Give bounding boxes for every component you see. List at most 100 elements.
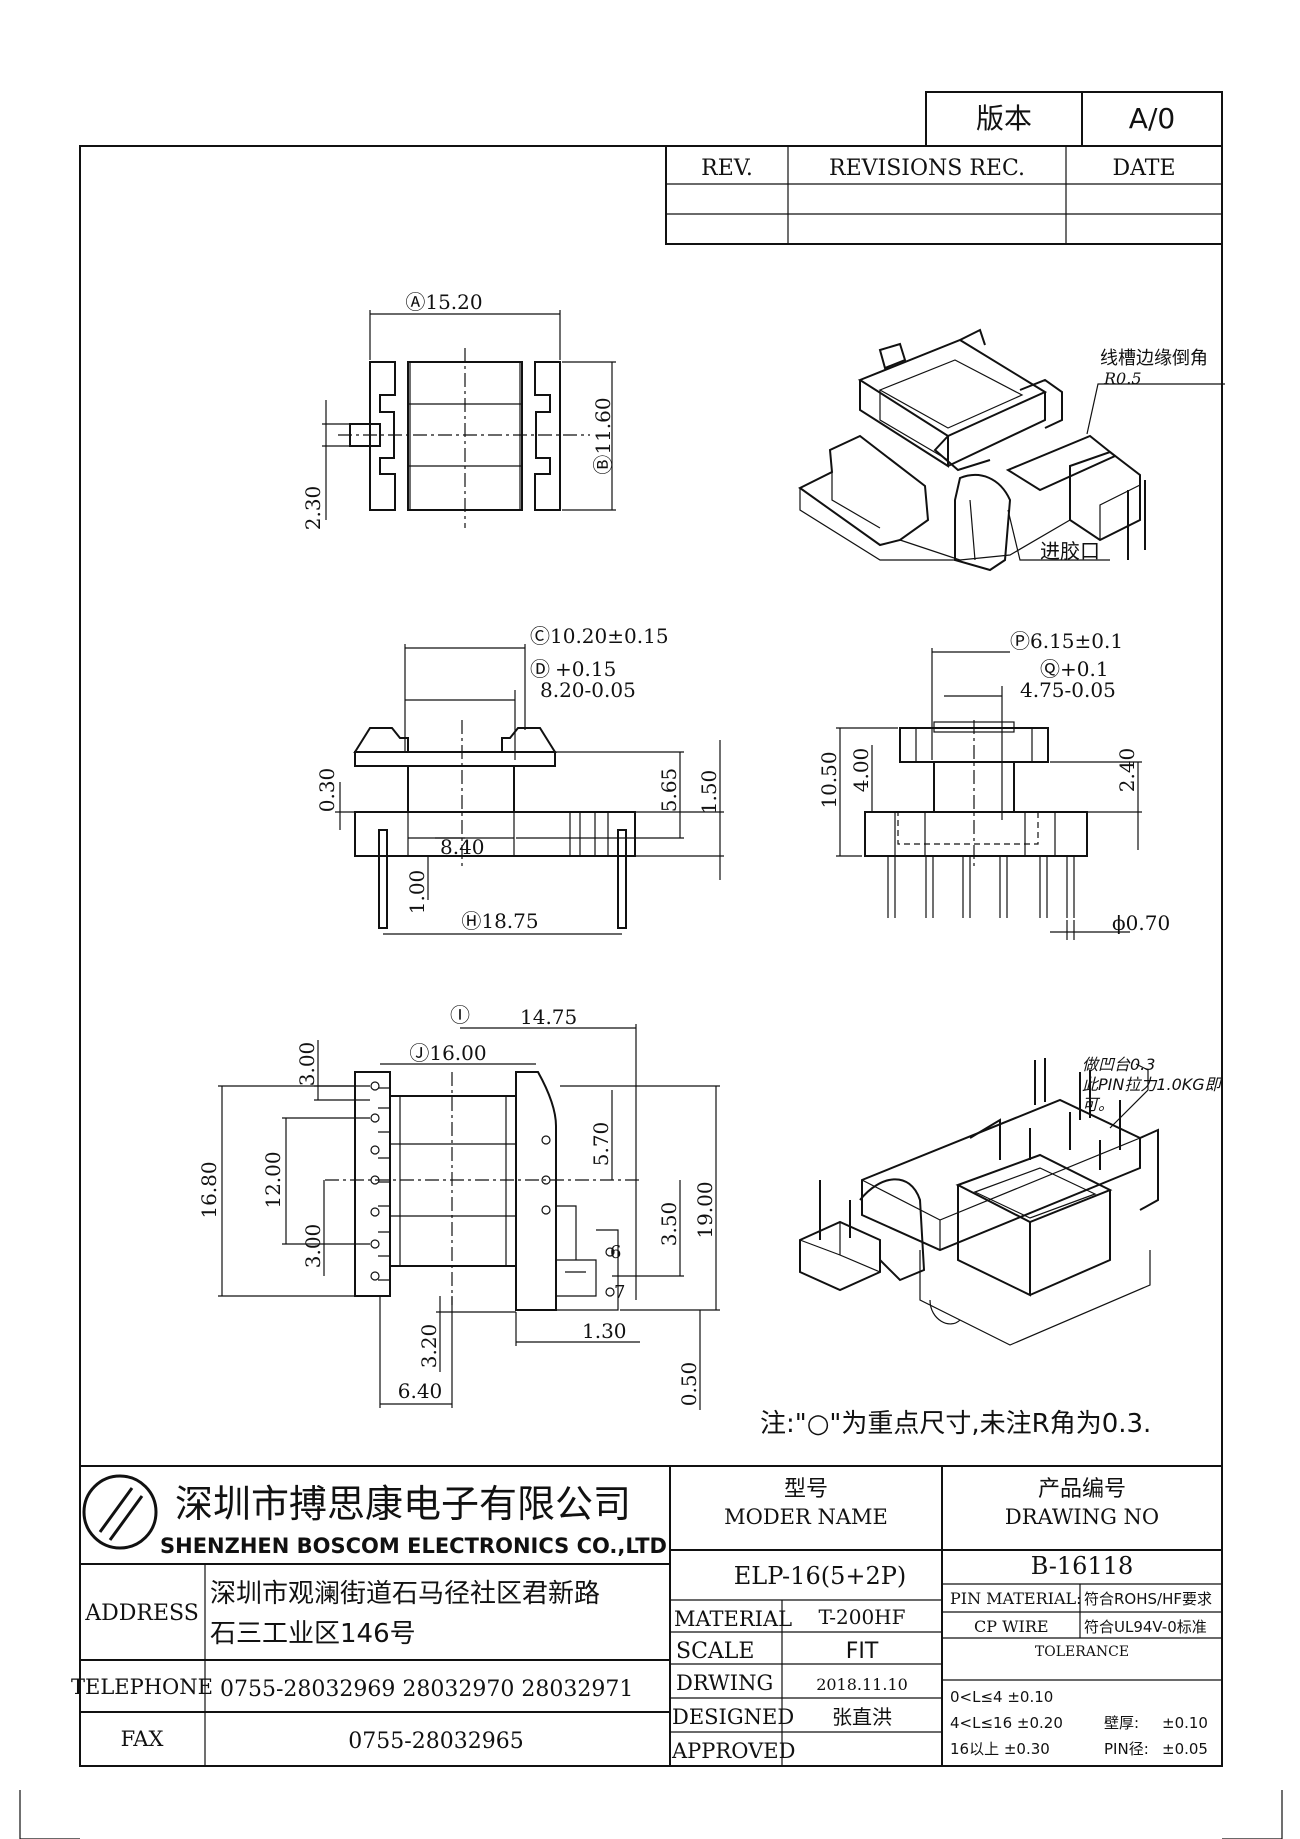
dim-pin-dia: ϕ0.70 (1112, 911, 1170, 935)
company-name-en: SHENZHEN BOSCOM ELECTRONICS CO.,LTD (160, 1534, 667, 1558)
top-view: Ⓐ15.20 Ⓑ11.60 2.30 (301, 290, 616, 530)
drawing-no-label-en: DRAWING NO (1005, 1505, 1159, 1529)
dim-h: Ⓗ18.75 (461, 909, 538, 933)
corner-mark-right (1222, 1790, 1283, 1839)
isometric-view-bottom: 做凹台0.3 此PIN拉力1.0KG即 可。 (799, 1055, 1223, 1346)
corner-mark-left (19, 1790, 80, 1839)
pin-material-value: CP WIRE (974, 1617, 1049, 1636)
main-note: 注:"○"为重点尺寸,未注R角为0.3. (760, 1409, 1151, 1439)
dim-m: 3.20 (417, 1324, 441, 1369)
telephone-value: 0755-28032969 28032970 28032971 (220, 1677, 633, 1702)
dim-i-label: Ⓘ (450, 1003, 470, 1027)
pin-dia-value: ±0.05 (1162, 1740, 1208, 1758)
rohs-note: 符合ROHS/HF要求 (1084, 1590, 1212, 1608)
title-block: 深圳市搏思康电子有限公司 SHENZHEN BOSCOM ELECTRONICS… (71, 1465, 1222, 1766)
dim-030: 0.30 (315, 768, 339, 813)
dim-130: 1.30 (582, 1319, 627, 1343)
rev-header: REV. (701, 156, 753, 181)
revision-table: REV. REVISIONS REC. DATE (665, 145, 1223, 245)
bottom-view: 6 7 Ⓘ 14.75 Ⓙ16.00 3.00 16.80 12.00 3.00… (197, 1003, 720, 1410)
sheet-border (79, 145, 1223, 1767)
scale-label: SCALE (676, 1639, 754, 1664)
front-view: Ⓒ10.20±0.15 Ⓓ +0.15 8.20-0.05 0.30 5.65 … (315, 624, 724, 935)
address-label: ADDRESS (84, 1601, 199, 1626)
drwing-value: 2018.11.10 (816, 1675, 908, 1694)
drawing-no-value: B-16118 (1031, 1552, 1134, 1580)
dim-350: 3.50 (657, 1202, 681, 1247)
tolerance-label: TOLERANCE (1035, 1644, 1129, 1660)
isometric-view-top: 线槽边缘倒角 R0.5 进胶口 (798, 328, 1225, 572)
material-label: MATERIAL (674, 1607, 792, 1631)
version-box: 版本 A/0 (925, 91, 1223, 147)
designed-value: 张直洪 (832, 1705, 892, 1729)
pin-material-label: PIN MATERIAL: (950, 1589, 1082, 1608)
dim-d-plus: +0.15 (555, 657, 616, 681)
pin-6-label: 6 (610, 1242, 621, 1263)
telephone-label: TELEPHONE (71, 1675, 213, 1699)
drawing-no-label-cn: 产品编号 (1038, 1477, 1126, 1502)
note-gate: 进胶口 (1040, 539, 1100, 563)
version-value: A/0 (1129, 102, 1175, 135)
date-header: DATE (1112, 156, 1175, 181)
dim-c: Ⓒ10.20±0.15 (530, 624, 669, 648)
dim-d-label: Ⓓ (530, 657, 550, 681)
note-pin-1: 做凹台0.3 (1082, 1055, 1155, 1074)
tolerance-line-2: 4<L≤16 ±0.20 (950, 1714, 1063, 1732)
dim-640: 6.40 (398, 1379, 443, 1403)
wall-label: 壁厚: (1104, 1714, 1139, 1732)
dim-n: 3.00 (295, 1042, 319, 1087)
pin-dia-label: PIN径: (1104, 1740, 1149, 1758)
approved-label: APPROVED (671, 1739, 795, 1763)
pin-dots (370, 1081, 615, 1297)
dim-1900: 19.00 (693, 1181, 717, 1238)
drwing-label: DRWING (676, 1671, 773, 1695)
model-label-en: MODER NAME (724, 1505, 888, 1529)
dim-pin-offset: 2.30 (301, 486, 325, 531)
fax-value: 0755-28032965 (348, 1729, 523, 1754)
company-name-cn: 深圳市搏思康电子有限公司 (175, 1482, 631, 1526)
dim-1680: 16.80 (197, 1161, 221, 1218)
tolerance-line-1: 0<L≤4 ±0.10 (950, 1688, 1053, 1706)
note-pin-2: 此PIN拉力1.0KG即 (1082, 1075, 1223, 1094)
company-logo (82, 1474, 158, 1550)
dim-q-main: 4.75-0.05 (1020, 678, 1116, 702)
address-line-1: 深圳市观澜街道石马径社区君新路 (210, 1579, 600, 1609)
note-pin-3: 可。 (1082, 1095, 1114, 1114)
dim-r: 2.40 (1115, 748, 1139, 793)
address-line-2: 石三工业区146号 (210, 1619, 416, 1649)
note-slot-chamfer: 线槽边缘倒角 (1100, 348, 1208, 369)
dim-1475: 14.75 (520, 1005, 577, 1029)
dim-j-1600: Ⓙ16.00 (409, 1041, 486, 1065)
model-value: ELP-16(5+2P) (734, 1562, 906, 1590)
note-slot-r: R0.5 (1103, 369, 1142, 388)
version-label: 版本 (976, 102, 1032, 135)
dim-050: 0.50 (677, 1362, 701, 1407)
wall-value: ±0.10 (1162, 1714, 1208, 1732)
dim-q-label: Ⓠ (1040, 657, 1060, 681)
material-value: T-200HF (818, 1605, 905, 1629)
pin-7-label: 7 (614, 1282, 625, 1303)
designed-label: DESIGNED (672, 1705, 794, 1729)
dim-p: Ⓟ6.15±0.1 (1010, 629, 1123, 653)
dim-e: 5.65 (657, 768, 681, 813)
dim-570: 5.70 (589, 1122, 613, 1167)
dim-d-main: 8.20-0.05 (540, 678, 636, 702)
dim-300b: 3.00 (301, 1224, 325, 1269)
scale-value: FIT (846, 1639, 879, 1664)
ul-note: 符合UL94V-0标准 (1084, 1618, 1207, 1636)
tolerance-line-3: 16以上 ±0.30 (950, 1740, 1050, 1758)
side-view: Ⓟ6.15±0.1 Ⓠ +0.1 4.75-0.05 10.50 4.00 2.… (817, 629, 1170, 940)
revisions-rec-header: REVISIONS REC. (829, 156, 1025, 181)
dim-840: 8.40 (440, 835, 485, 859)
dim-q-plus: +0.1 (1060, 657, 1109, 681)
dim-k: 4.00 (849, 748, 873, 793)
dim-g: 1.00 (405, 870, 429, 915)
dim-a: Ⓐ15.20 (405, 290, 482, 314)
dim-f: 1.50 (697, 770, 721, 815)
dim-b: Ⓑ11.60 (591, 397, 615, 474)
fax-label: FAX (121, 1727, 164, 1751)
dim-j: 10.50 (817, 751, 841, 808)
dim-1200: 12.00 (261, 1151, 285, 1208)
model-label-cn: 型号 (784, 1477, 828, 1502)
